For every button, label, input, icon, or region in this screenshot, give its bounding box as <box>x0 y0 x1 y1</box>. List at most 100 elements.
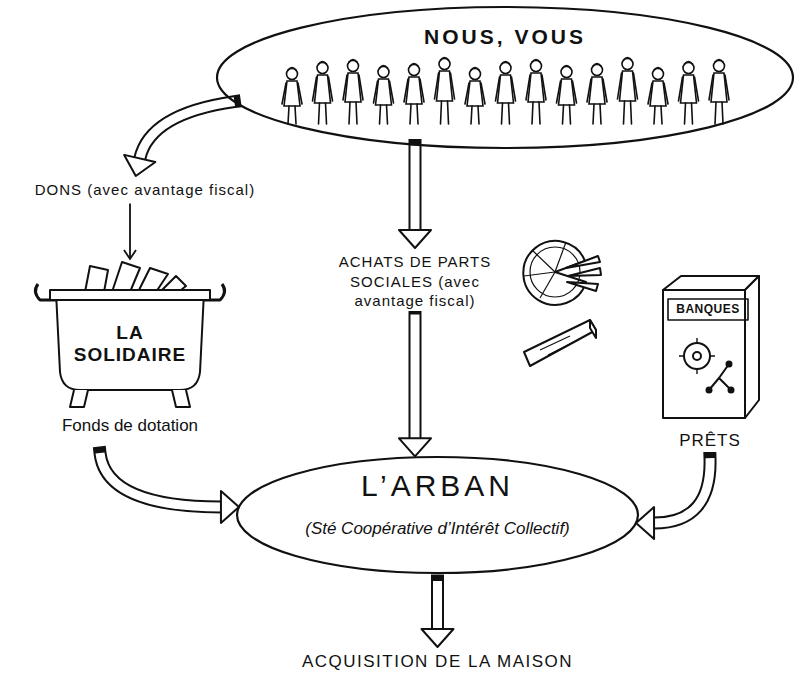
person-arms <box>526 75 546 100</box>
safe-top <box>663 276 759 290</box>
person-legs <box>563 105 571 124</box>
node-title: LA SOLIDAIRE <box>65 322 195 366</box>
person-hair <box>593 64 601 67</box>
person-hair <box>563 66 571 69</box>
arrow-shaft-fill <box>140 102 235 159</box>
person-hair <box>624 58 632 61</box>
node-subtitle: (Sté Coopérative d’Intérêt Collectif) <box>235 519 640 539</box>
person-legs <box>654 106 662 124</box>
person-hair <box>319 62 327 65</box>
arrow-shaft-fill <box>411 145 420 230</box>
person-legs <box>441 101 449 124</box>
flow-arrow <box>636 458 710 539</box>
arrow-head <box>124 155 155 176</box>
person-arms <box>557 81 577 103</box>
person-head <box>683 63 694 74</box>
node-title: NOUS, VOUS <box>215 25 795 49</box>
person-head <box>409 65 420 76</box>
person-hair <box>502 62 510 65</box>
person-legs <box>380 105 388 124</box>
person-head <box>622 59 633 70</box>
person-legs <box>685 103 693 124</box>
dial-ticks <box>679 338 715 374</box>
arrow-head <box>399 438 431 456</box>
person-arms <box>496 77 516 101</box>
pot-rim <box>50 290 210 300</box>
person-arms <box>313 77 333 101</box>
person-arms <box>435 73 455 99</box>
arrow-shaft-outline <box>100 453 221 507</box>
person-head <box>653 69 664 80</box>
person-head <box>592 65 603 76</box>
crowd-figures <box>282 58 729 125</box>
node-subtitle: Fonds de dotation <box>30 416 230 436</box>
person-head <box>531 61 542 72</box>
result-arrow <box>422 581 454 647</box>
pot-feet <box>70 390 190 407</box>
person-legs <box>532 102 540 124</box>
person-legs <box>715 102 723 124</box>
safe-plate <box>668 299 748 320</box>
thin-arrow-line <box>129 204 131 260</box>
pie-illustration <box>523 241 601 366</box>
pot-handles <box>35 284 224 300</box>
safe-dial <box>684 343 710 369</box>
crowd-ellipse: NOUS, VOUS <box>215 5 795 150</box>
person-legs <box>502 103 510 124</box>
person-arms <box>465 83 485 104</box>
person-head <box>470 69 481 80</box>
person-arms <box>374 81 394 103</box>
person-arms <box>679 77 699 101</box>
person-legs <box>593 104 601 124</box>
person-head <box>317 63 328 74</box>
node-title: BANQUES <box>669 303 747 317</box>
person-hair <box>288 68 296 71</box>
cooperative-ellipse: L’ARBAN(Sté Coopérative d’Intérêt Collec… <box>235 455 640 575</box>
person-hair <box>380 66 388 69</box>
person-arms <box>587 79 607 102</box>
safe-side <box>745 276 759 418</box>
handle-knob <box>727 362 732 367</box>
person-legs <box>410 104 418 124</box>
arrow-shaft-outline <box>409 145 422 230</box>
arrow-shaft-fill <box>433 581 442 629</box>
safe-handle <box>709 364 731 390</box>
thin-arrow-head <box>124 250 136 259</box>
pot-body <box>56 292 204 390</box>
person-arms <box>648 83 668 104</box>
bank-safe: BANQUES <box>655 272 765 422</box>
person-head <box>714 61 725 72</box>
arrow-head <box>399 230 431 248</box>
person-legs <box>624 101 632 124</box>
arrow-shaft-fill <box>411 315 420 439</box>
person-head <box>348 61 359 72</box>
safe-dial-center <box>693 352 701 360</box>
person-hair <box>532 60 540 63</box>
arrow-head <box>422 629 454 647</box>
arrow-shaft-outline <box>140 102 235 159</box>
person-head <box>439 59 450 70</box>
caption-label: ACQUISITION DE LA MAISON <box>180 652 695 672</box>
person-legs <box>471 106 479 124</box>
person-head <box>287 69 298 80</box>
person-arms <box>618 73 638 99</box>
person-hair <box>441 58 449 61</box>
person-head <box>378 67 389 78</box>
person-legs <box>349 102 357 124</box>
edge-label: DONS (avec avantage fiscal) <box>30 180 260 200</box>
arrow-shaft-outline <box>431 581 444 629</box>
person-head <box>500 63 511 74</box>
person-hair <box>410 64 418 67</box>
bank-safe-outline <box>655 272 765 422</box>
handle-knob <box>729 388 734 393</box>
arrow-shaft-fill <box>100 453 221 507</box>
edge-label: PRÊTS <box>660 430 760 452</box>
arrow-shaft-outline <box>654 458 710 523</box>
person-legs <box>319 103 327 124</box>
person-arms <box>404 79 424 102</box>
arrow-shaft-outline <box>409 315 422 439</box>
person-hair <box>349 60 357 63</box>
edge-label: ACHATS DE PARTS SOCIALES (avec avantage … <box>325 252 505 311</box>
person-head <box>561 67 572 78</box>
person-legs <box>288 106 296 124</box>
